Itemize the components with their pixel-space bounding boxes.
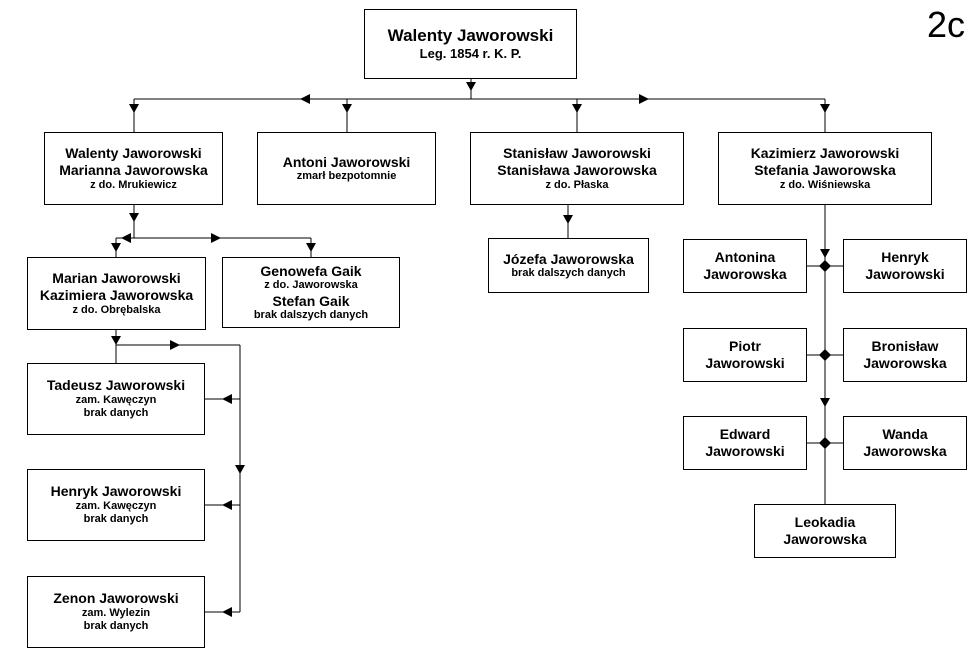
node-bronislaw: Bronisław Jaworowska [843,328,967,382]
node-zenon: Zenon Jaworowski zam. Wylezin brak danyc… [27,576,205,648]
node-tadeusz: Tadeusz Jaworowski zam. Kawęczyn brak da… [27,363,205,435]
node-name: Leokadia [794,514,856,531]
node-stanislaw-stanislawa: Stanisław Jaworowski Stanisława Jaworows… [470,132,684,205]
node-spouse: Marianna Jaworowska [59,161,208,178]
node-note: zam. Kawęczyn [75,394,157,407]
node-edward: Edward Jaworowski [683,416,807,470]
node-spouse: Stefan Gaik [272,292,350,309]
node-note: brak danych [83,513,149,526]
node-surname: Jaworowska [863,443,947,459]
node-name: Kazimierz Jaworowski [750,145,900,162]
node-note: Leg. 1854 r. K. P. [419,46,522,62]
node-name: Tadeusz Jaworowski [46,377,186,394]
node-name: Wanda [882,426,928,443]
node-name: Edward [719,426,771,443]
node-note: zam. Kawęczyn [75,500,157,513]
node-surname: Jaworowska [703,266,787,282]
node-piotr: Piotr Jaworowski [683,328,807,382]
node-note: brak danych [83,407,149,420]
node-name: Antonina [714,249,776,266]
node-genowefa-stefan: Genowefa Gaik z do. Jaworowska Stefan Ga… [222,257,400,328]
node-note: brak danych [83,620,149,633]
node-walenty-root: Walenty Jaworowski Leg. 1854 r. K. P. [364,9,577,79]
node-leokadia: Leokadia Jaworowska [754,504,896,558]
node-name: Henryk [881,249,929,266]
node-note: zam. Wylezin [81,607,151,620]
node-name: Marian Jaworowski [52,270,181,287]
node-note: z do. Mrukiewicz [90,178,177,191]
node-wanda: Wanda Jaworowska [843,416,967,470]
node-walenty-marianna: Walenty Jaworowski Marianna Jaworowska z… [44,132,223,205]
node-note: z do. Jaworowska [264,279,358,292]
node-spouse: Stanisława Jaworowska [497,161,657,178]
node-kazimierz-stefania: Kazimierz Jaworowski Stefania Jaworowska… [718,132,932,205]
node-jozefa: Józefa Jaworowska brak dalszych danych [488,238,649,293]
node-note: z do. Obrębalska [72,303,161,316]
node-surname: Jaworowska [863,355,947,371]
node-note: brak dalszych danych [511,267,626,280]
node-antoni: Antoni Jaworowski zmarł bezpotomnie [257,132,436,205]
node-note: z do. Wiśniewska [779,178,871,191]
node-name: Zenon Jaworowski [53,590,179,607]
node-surname: Jaworowska [783,531,867,547]
node-name: Józefa Jaworowska [503,250,634,267]
node-spouse: Stefania Jaworowska [754,161,896,178]
node-henryk-kazimierz: Henryk Jaworowski [843,239,967,293]
node-surname: Jaworowski [705,355,785,371]
node-spouse: Kazimiera Jaworowska [39,286,194,303]
node-surname: Jaworowski [865,266,945,282]
node-marian-kazimiera: Marian Jaworowski Kazimiera Jaworowska z… [27,257,206,330]
node-note: brak dalszych danych [253,309,369,322]
node-name: Piotr [729,338,761,355]
node-name: Stanisław Jaworowski [503,145,651,162]
node-name: Henryk Jaworowski [50,483,182,500]
node-name: Antoni Jaworowski [282,153,411,170]
node-surname: Jaworowski [705,443,785,459]
node-name: Genowefa Gaik [260,262,362,279]
node-name: Walenty Jaworowski [65,145,202,162]
node-note: z do. Płaska [545,178,609,191]
node-antonina: Antonina Jaworowska [683,239,807,293]
node-name: Walenty Jaworowski [387,26,554,45]
page-number: 2c [926,4,965,45]
node-henryk-kaweczyn: Henryk Jaworowski zam. Kawęczyn brak dan… [27,469,205,541]
node-note: zmarł bezpotomnie [296,170,397,183]
node-name: Bronisław [871,338,939,355]
